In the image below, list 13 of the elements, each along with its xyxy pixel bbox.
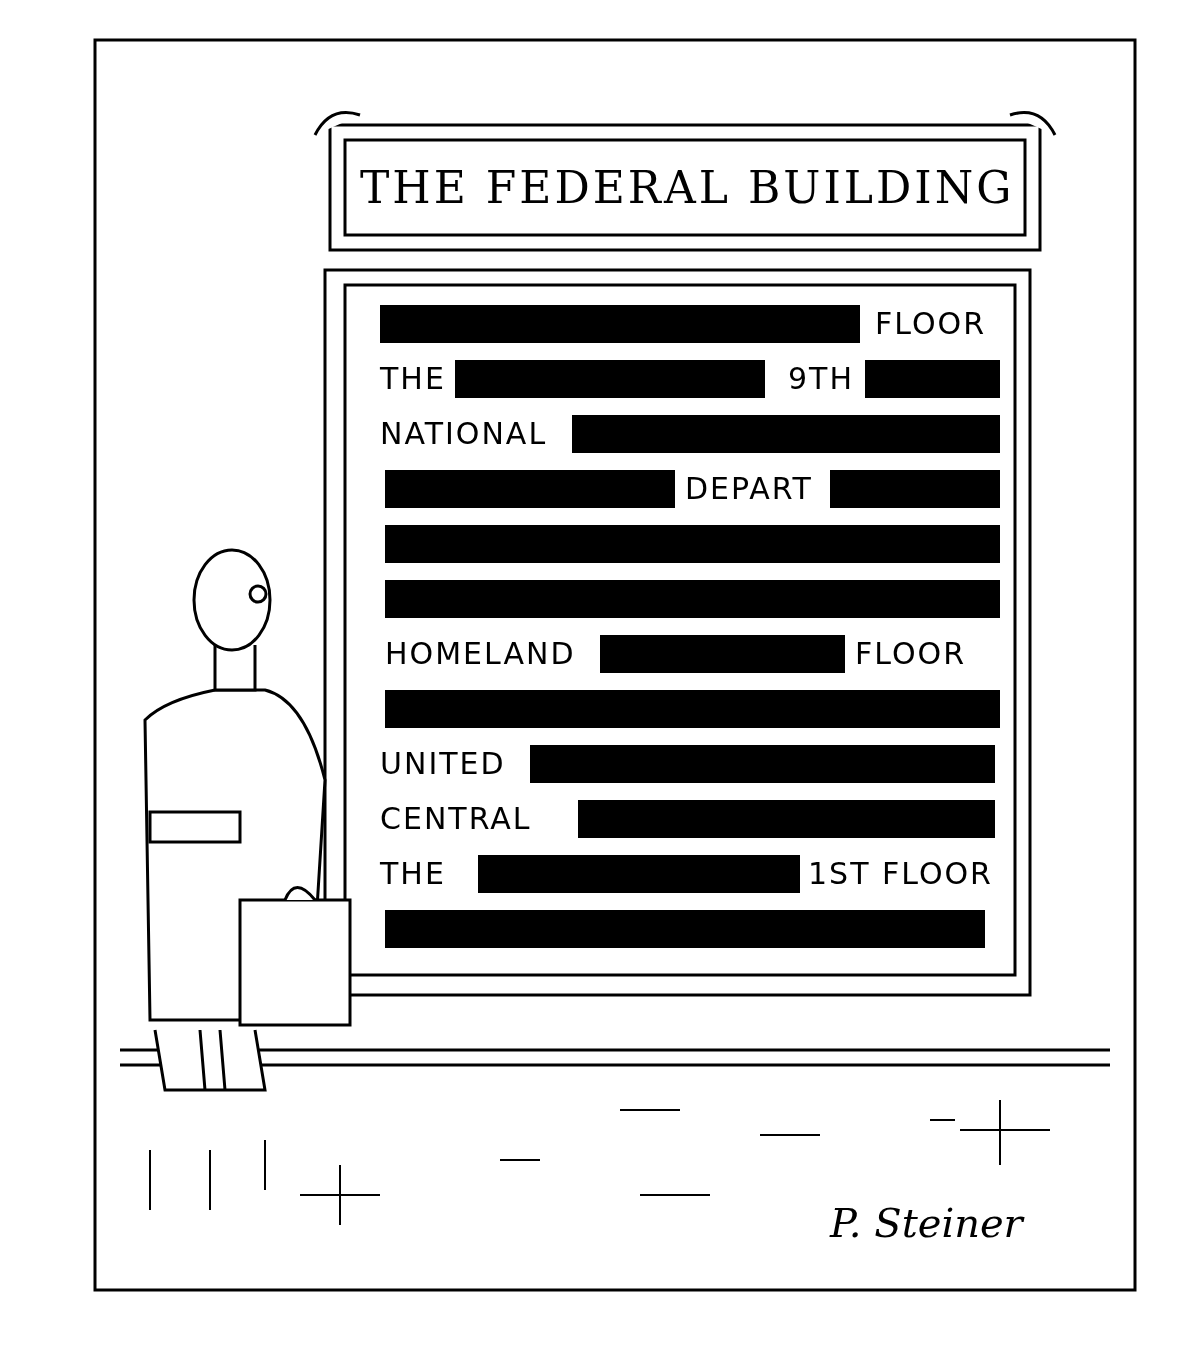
directory-text: HOMELAND [385,635,576,673]
directory-text: CENTRAL [380,800,532,838]
directory-text: THE [380,855,446,893]
directory-text: DEPART [685,470,813,508]
directory-text: UNITED [380,745,506,783]
directory-text: FLOOR [855,635,966,673]
directory-text: FLOOR [875,305,986,343]
signature: P. Steiner [830,1200,1023,1246]
directory-text: NATIONAL [380,415,548,453]
directory-text: 1ST FLOOR [808,855,993,893]
directory-text: 9TH [788,360,854,398]
directory-text: THE [380,360,446,398]
sign-title: THE FEDERAL BUILDING [360,162,1015,213]
